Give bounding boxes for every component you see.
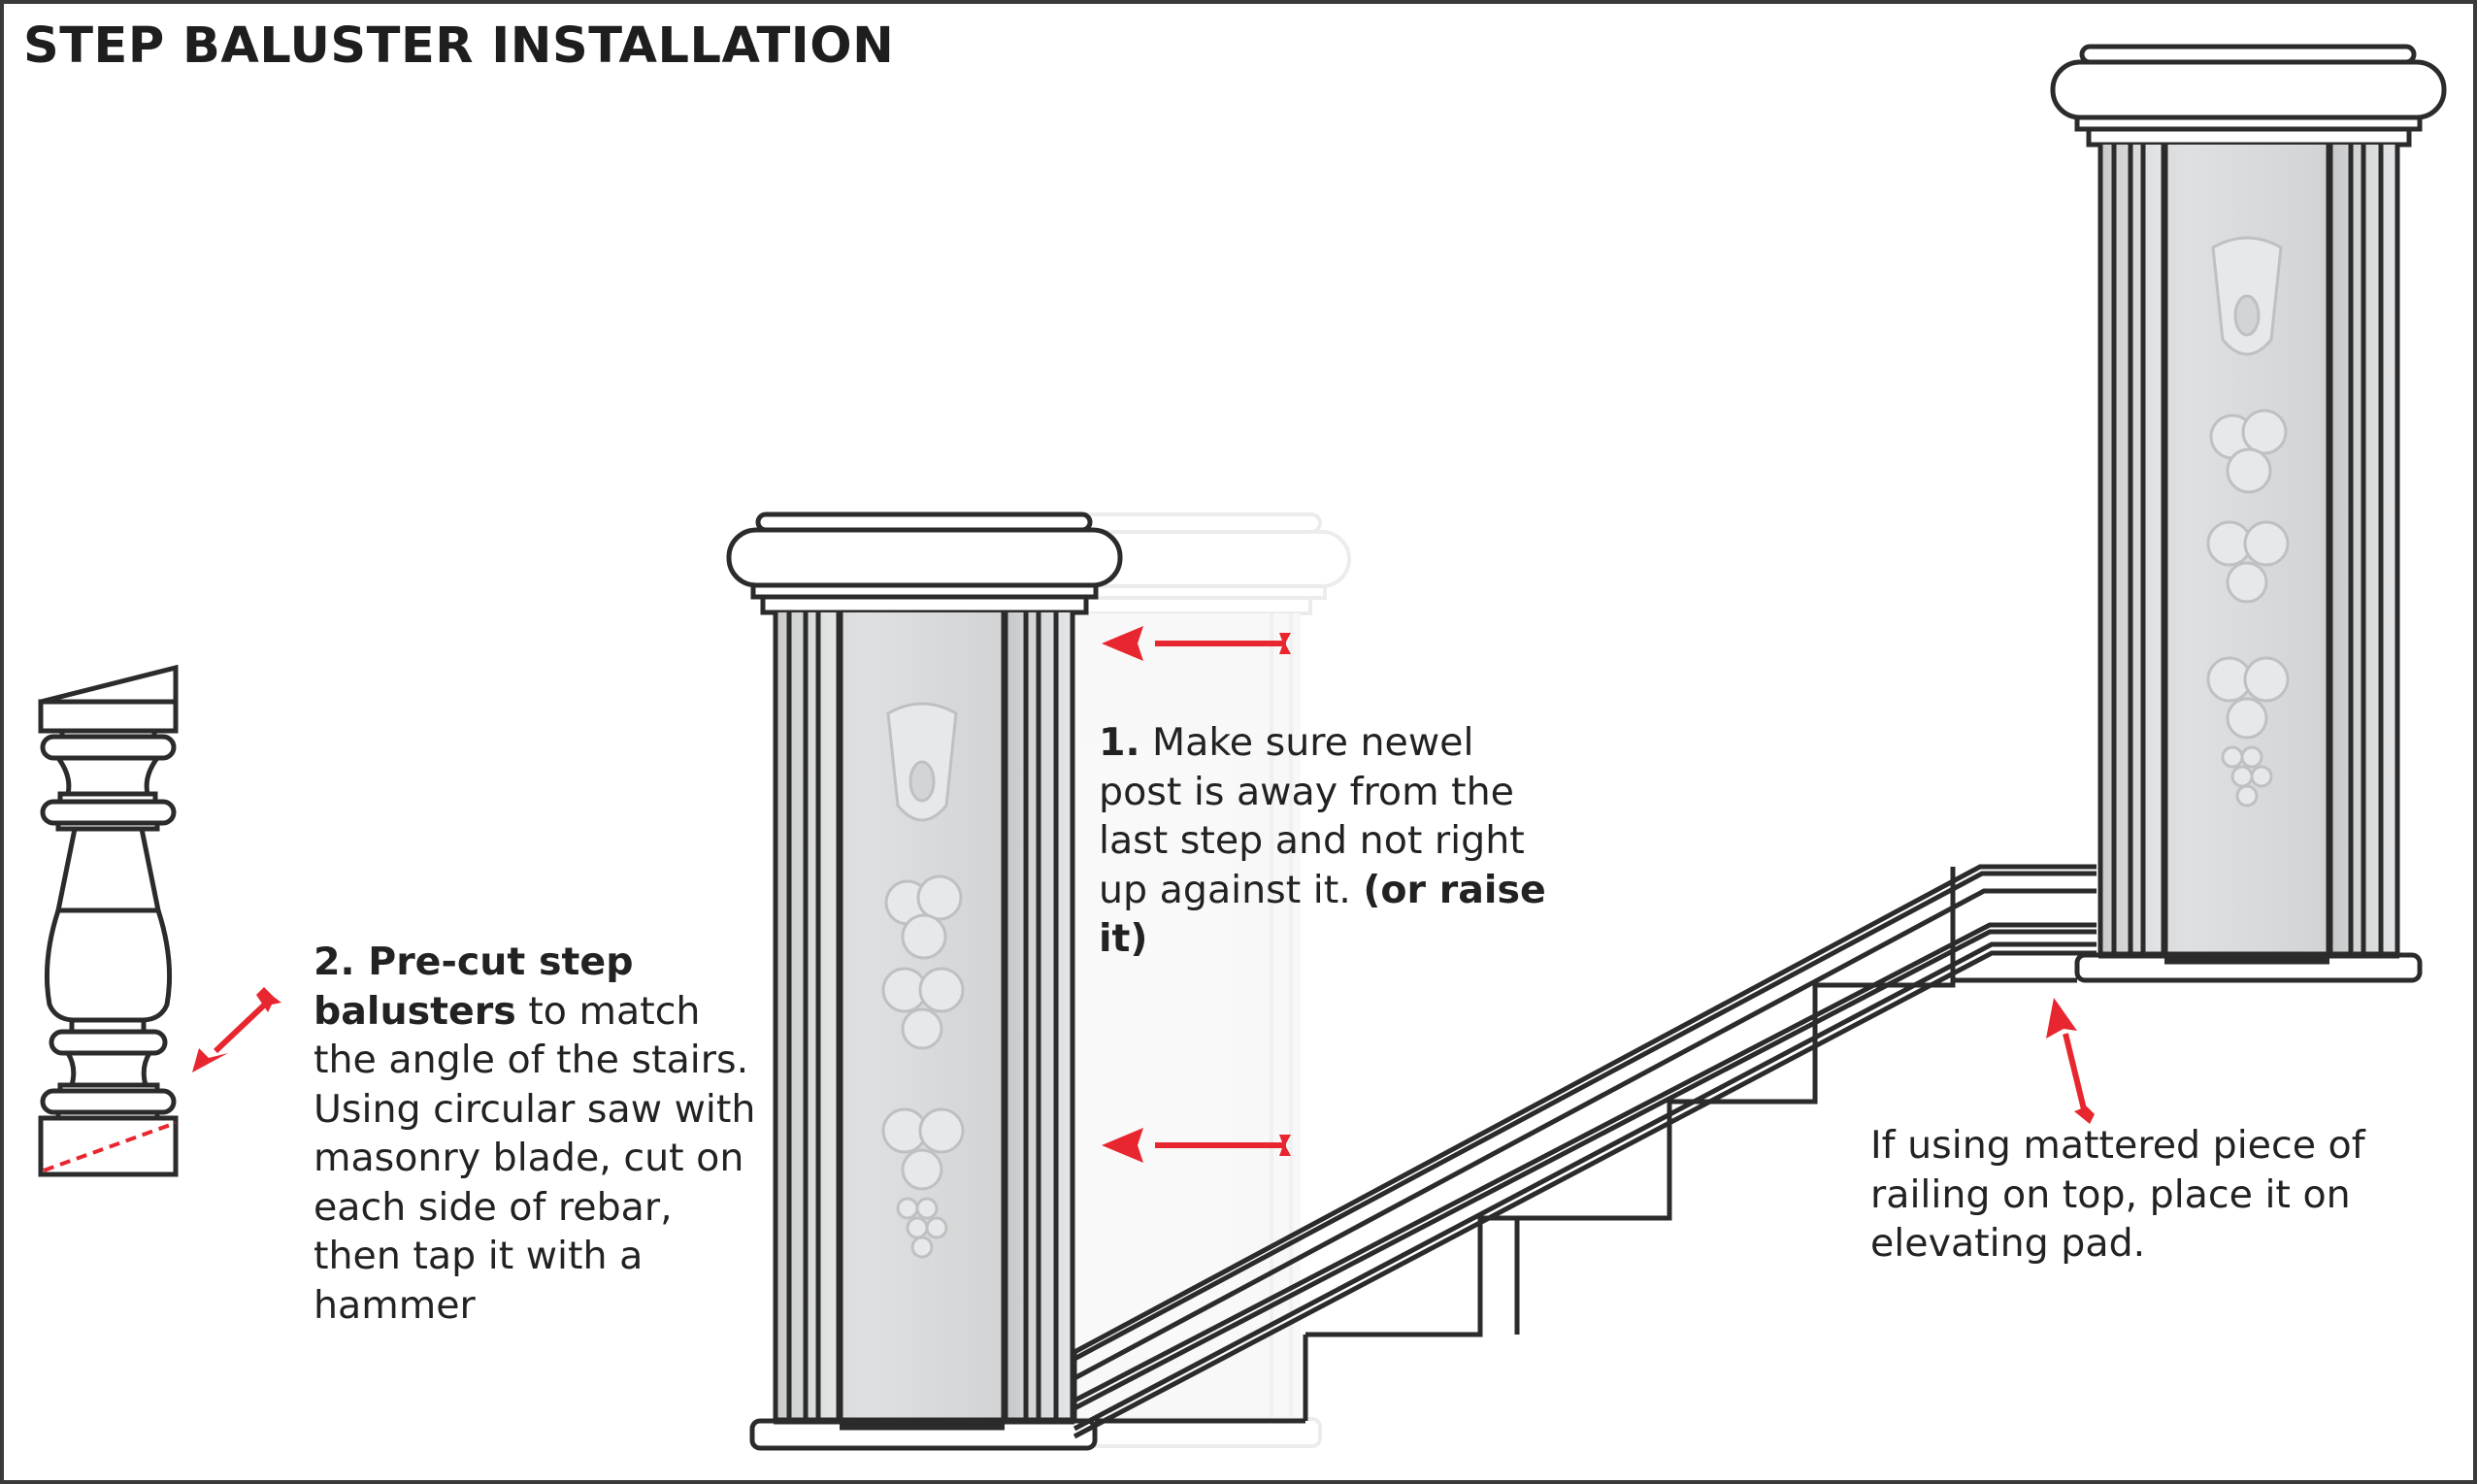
move-post-arrow-top — [1102, 626, 1291, 661]
step-1-emphasis: (or raise it) — [1099, 867, 1546, 962]
cut-line-dashed — [43, 1121, 177, 1172]
step-2-text: to match the angle of the stairs. Using … — [314, 988, 756, 1328]
elevating-pad-arrow — [2046, 998, 2095, 1124]
step-1-number: 1. — [1099, 720, 1140, 765]
carved-ornament — [881, 702, 965, 1259]
page-title: STEP BALUSTER INSTALLATION — [23, 17, 895, 75]
step-2-note: 2. Pre-cut step balusters to match the a… — [314, 938, 760, 1330]
step-baluster — [38, 664, 179, 1177]
right-newel-post — [2050, 44, 2447, 983]
stairs — [1095, 867, 2077, 1424]
carved-ornament — [2206, 236, 2290, 808]
left-newel-post — [726, 511, 1123, 1451]
cut-line-arrow — [192, 987, 281, 1072]
elevating-pad-text: If using mattered piece of railing on to… — [1870, 1123, 2365, 1266]
stair-rail — [1072, 864, 2097, 1439]
elevating-pad-note: If using mattered piece of railing on to… — [1870, 1121, 2414, 1269]
move-post-arrow-bottom — [1102, 1128, 1291, 1163]
step-1-text: Make sure newel post is away from the la… — [1099, 720, 1525, 912]
step-2-heading: 2. Pre-cut step balusters — [314, 940, 634, 1034]
step-1-note: 1. Make sure newel post is away from the… — [1099, 718, 1565, 964]
